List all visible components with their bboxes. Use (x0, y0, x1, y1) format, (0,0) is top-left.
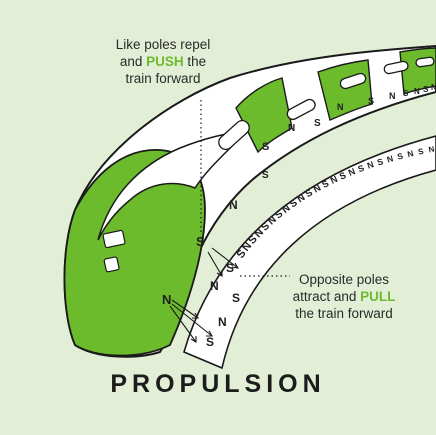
train-pole-12: N (431, 83, 436, 92)
train-pole-5: S (314, 118, 321, 129)
train-pole-7: S (368, 96, 374, 106)
repel-callout-line3: train forward (88, 70, 238, 87)
front-pole-track-2: N (210, 279, 219, 293)
front-pole-track-4: N (218, 315, 227, 329)
repel-callout-line2: and PUSH the (88, 53, 238, 70)
front-pole-lower-train: N (162, 292, 171, 307)
repel-text-pre: and (120, 54, 146, 69)
attract-text-pre: attract and (293, 289, 361, 304)
pull-highlight: PULL (360, 289, 395, 304)
attract-callout-line2: attract and PULL (264, 288, 424, 305)
train-pole-9: S (403, 89, 409, 98)
train-pole-8: N (389, 91, 396, 101)
train-pole-10: N (414, 87, 420, 96)
diagram-title: PROPULSION (0, 370, 436, 399)
front-pole-upper-train: S (196, 234, 205, 249)
attract-callout-line1: Opposite poles (264, 271, 424, 288)
headlight-lower (104, 257, 119, 272)
repel-text-post: the (184, 54, 207, 69)
train-pole-3: S (262, 141, 269, 153)
attract-callout: Opposite poles attract and PULL the trai… (264, 271, 424, 322)
train-pole-2: N (229, 198, 238, 212)
repel-callout-line1: Like poles repel (88, 36, 238, 53)
train-pole-6: N (337, 102, 344, 112)
front-pole-track-1: S (226, 261, 234, 275)
train-window-5 (416, 57, 435, 67)
front-pole-track-3: S (232, 291, 240, 305)
train-pole-1: S (262, 170, 269, 181)
train-pole-11: S (423, 85, 429, 94)
repel-callout: Like poles repel and PUSH the train forw… (88, 36, 238, 87)
front-pole-track-5: S (206, 335, 214, 349)
attract-callout-line3: the train forward (264, 305, 424, 322)
train-pole-4: N (288, 123, 295, 134)
push-highlight: PUSH (146, 54, 184, 69)
